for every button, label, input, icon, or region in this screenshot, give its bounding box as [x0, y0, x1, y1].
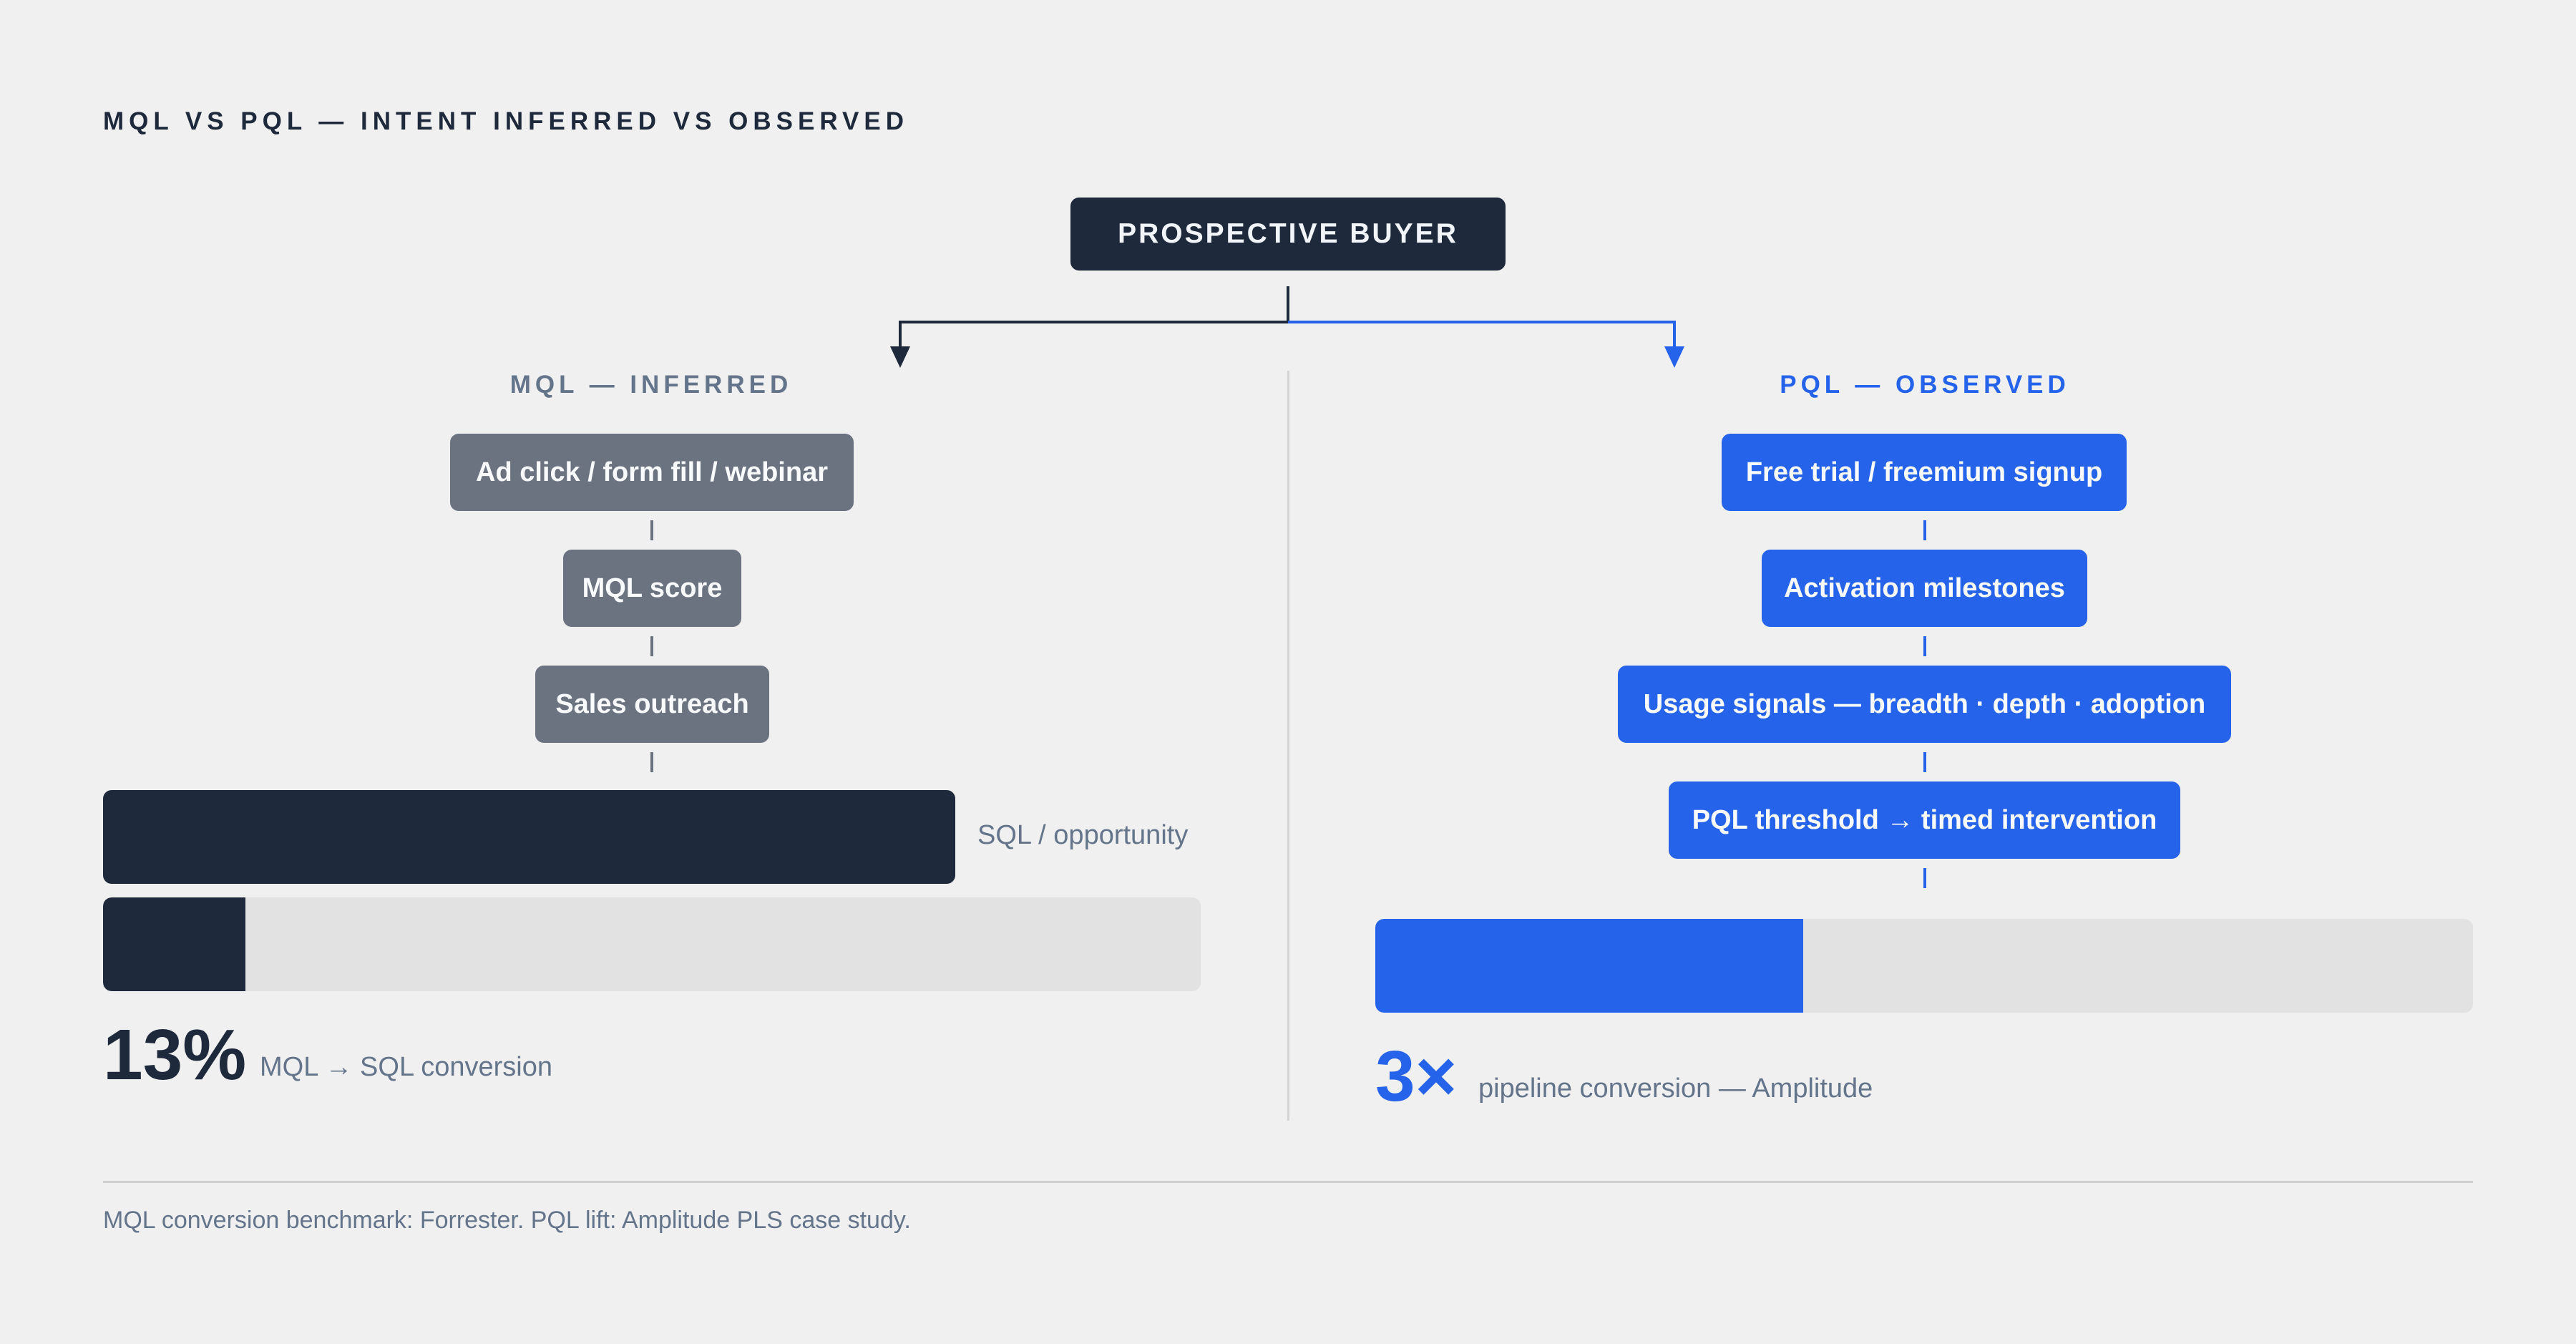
- page-title: MQL VS PQL — INTENT INFERRED VS OBSERVED: [103, 107, 909, 135]
- column-divider: [1287, 371, 1289, 1121]
- mql-column-heading: MQL — INFERRED: [509, 371, 793, 399]
- prospective-buyer-node: PROSPECTIVE BUYER: [1070, 198, 1506, 271]
- source-footnote: MQL conversion benchmark: Forrester. PQL…: [103, 1207, 911, 1234]
- pql-step-node: Activation milestones: [1762, 550, 2087, 627]
- mql-stat-caption: MQL → SQL conversion: [260, 1052, 553, 1082]
- pql-step-node: Free trial / freemium signup: [1722, 434, 2127, 511]
- pql-conversion-bar-track: [1375, 919, 2473, 1013]
- root-split-connector: [890, 286, 1684, 368]
- arrow-down-icon: [890, 346, 910, 368]
- sql-opportunity-bar: [103, 790, 955, 884]
- mql-step-node: Ad click / form fill / webinar: [450, 434, 854, 511]
- pql-stat-value: 3×: [1375, 1036, 1458, 1116]
- footer-divider: [103, 1181, 2473, 1183]
- pql-step-node: Usage signals — breadth · depth · adopti…: [1618, 666, 2231, 743]
- pql-conversion-bar-fill: [1375, 919, 1804, 1013]
- mql-stat-value: 13%: [103, 1015, 247, 1095]
- pql-step-node: PQL threshold → timed intervention: [1669, 781, 2180, 859]
- arrow-down-icon: [1664, 346, 1684, 368]
- mql-step-node: MQL score: [563, 550, 741, 627]
- pql-stat-caption: pipeline conversion — Amplitude: [1478, 1073, 1873, 1104]
- pql-column-heading: PQL — OBSERVED: [1780, 371, 2070, 399]
- mql-step-node: Sales outreach: [535, 666, 769, 743]
- mql-conversion-bar-fill: [103, 897, 246, 991]
- mql-conversion-bar-track: [103, 897, 1201, 991]
- sql-opportunity-label: SQL / opportunity: [977, 820, 1189, 850]
